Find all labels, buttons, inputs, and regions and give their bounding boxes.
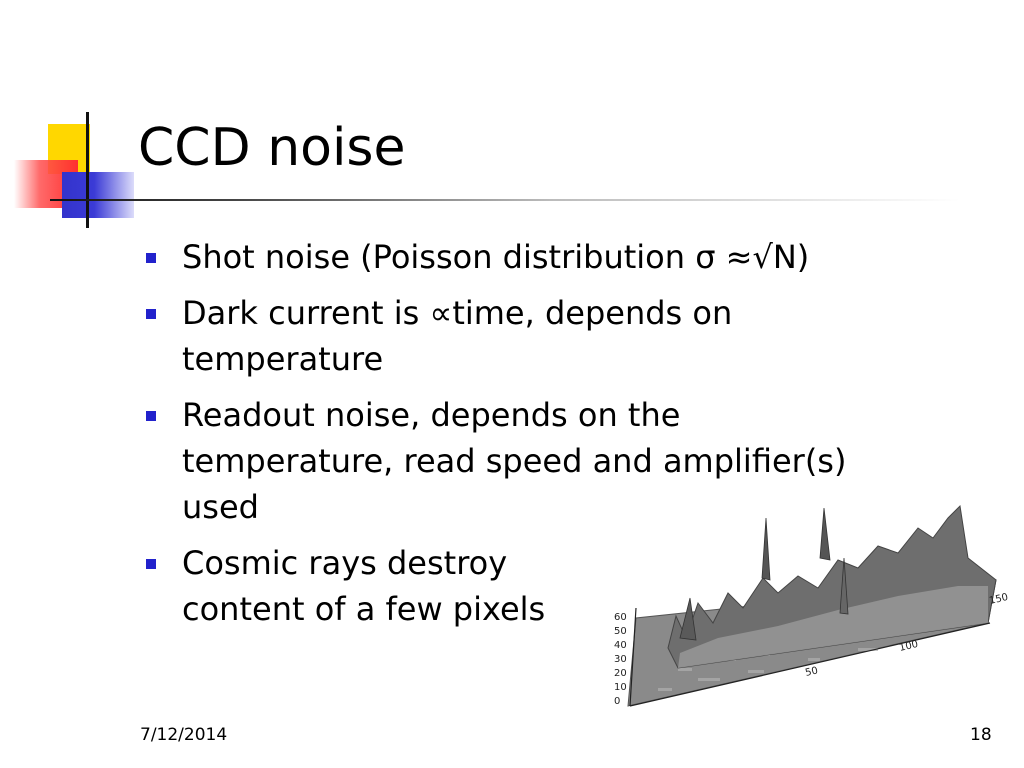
footer-date: 7/12/2014 (140, 725, 228, 745)
bullet-line: temperature, read speed and amplifier(s) (182, 442, 847, 480)
square-bullet-icon (146, 253, 156, 263)
square-bullet-icon (146, 411, 156, 421)
x-tick-label: 150 (988, 592, 1009, 607)
logo-blue-square (62, 172, 134, 218)
y-tick-label: 0 (614, 696, 620, 707)
bullet-line: content of a few pixels (182, 590, 546, 628)
bullet-line: Readout noise, depends on the (182, 396, 681, 434)
x-tick-label: 50 (804, 665, 819, 679)
square-bullet-icon (146, 559, 156, 569)
y-tick-label: 60 (614, 612, 627, 623)
bullet-line: Shot noise (Poisson distribution σ ≈√N) (182, 238, 810, 276)
ccd-surface-plot-image: 0 10 20 30 40 50 60 50 100 150 (614, 504, 1009, 707)
page-number: 18 (970, 725, 992, 745)
y-tick-label: 40 (614, 640, 627, 651)
bullet-shot-noise: Shot noise (Poisson distribution σ ≈√N) (142, 234, 932, 280)
bullet-line: Cosmic rays destroy (182, 544, 508, 582)
bullet-line: Dark current is ∝time, depends on (182, 294, 733, 332)
title-underline (50, 199, 960, 201)
square-bullet-icon (146, 309, 156, 319)
y-tick-label: 50 (614, 626, 627, 637)
bullet-readout-noise: Readout noise, depends on the temperatur… (142, 392, 932, 530)
bullet-list: Shot noise (Poisson distribution σ ≈√N) … (142, 234, 932, 642)
x-tick-label: 100 (898, 639, 919, 654)
slide-title: CCD noise (138, 118, 406, 178)
bullet-dark-current: Dark current is ∝time, depends on temper… (142, 290, 932, 382)
y-tick-label: 30 (614, 654, 627, 665)
logo-vertical-line (86, 112, 89, 228)
y-tick-label: 20 (614, 668, 627, 679)
bullet-cosmic-rays: Cosmic rays destroy content of a few pix… (142, 540, 932, 632)
bullet-line: used (182, 488, 259, 526)
bullet-line: temperature (182, 340, 384, 378)
y-tick-label: 10 (614, 682, 627, 693)
